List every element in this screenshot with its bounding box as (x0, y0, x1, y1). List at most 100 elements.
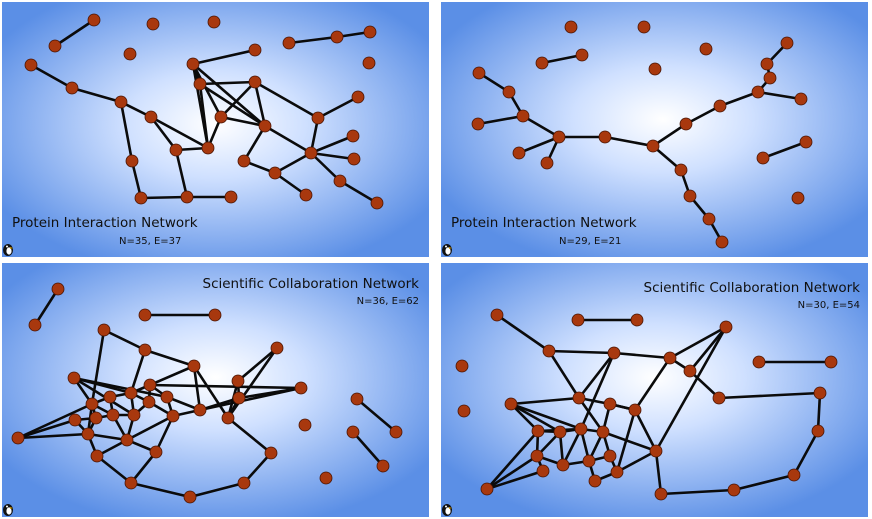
network-node (81, 427, 95, 441)
network-edge (226, 416, 273, 455)
network-node (574, 422, 588, 436)
network-edge (198, 386, 303, 412)
network-edge (509, 396, 581, 406)
network-node (333, 174, 347, 188)
network-node (124, 476, 138, 490)
network-edge (633, 408, 658, 453)
network-node (169, 143, 183, 157)
network-node (103, 390, 117, 404)
network-node (542, 344, 556, 358)
network-node (270, 341, 284, 355)
network-node (231, 374, 245, 388)
network-node (535, 56, 549, 70)
network-edge (192, 364, 230, 420)
network-canvas: Scientific Collaboration Network N=30, E… (441, 263, 868, 517)
panel-protein-b: Protein Interaction Network N=29, E=21 (441, 2, 868, 257)
network-edge (561, 427, 583, 467)
network-node (214, 110, 228, 124)
network-edge (517, 135, 561, 155)
network-node (575, 48, 589, 62)
network-edge (191, 62, 223, 119)
panel-title: Scientific Collaboration Network (203, 276, 420, 292)
penguin-icon (3, 244, 13, 256)
network-node (552, 130, 566, 144)
network-node (674, 163, 688, 177)
network-node (65, 81, 79, 95)
network-edge (192, 364, 202, 412)
network-node (124, 386, 138, 400)
network-edge (309, 134, 355, 155)
network-node (813, 386, 827, 400)
network-edge (485, 454, 539, 491)
network-node (553, 425, 567, 439)
panel-sci-b: Scientific Collaboration Network N=30, E… (441, 263, 868, 517)
network-node (160, 390, 174, 404)
panel-title: Protein Interaction Network (12, 215, 198, 231)
network-node (106, 408, 120, 422)
network-node (607, 346, 621, 360)
network-edge (547, 349, 616, 355)
network-node (472, 66, 486, 80)
network-edge (612, 351, 672, 360)
network-edge (577, 351, 616, 400)
network-node (504, 397, 518, 411)
network-node (699, 42, 713, 56)
network-node (370, 196, 384, 210)
network-edge (338, 179, 379, 205)
network-edge (540, 53, 584, 65)
network-node (146, 17, 160, 31)
network-edge (651, 122, 688, 148)
network-node (824, 355, 838, 369)
network-edge (53, 18, 96, 48)
network-node (727, 483, 741, 497)
network-node (502, 85, 516, 99)
network-node (787, 468, 801, 482)
network-node (201, 141, 215, 155)
network-edge (16, 402, 94, 440)
network-node (51, 282, 65, 296)
penguin-icon (442, 244, 452, 256)
network-edge (188, 481, 246, 499)
network-edge (273, 151, 313, 175)
network-node (713, 99, 727, 113)
network-node (123, 47, 137, 61)
network-node (712, 391, 726, 405)
network-edge (633, 356, 672, 412)
penguin-icon (442, 504, 452, 516)
network-edge (659, 488, 736, 496)
network-node (24, 58, 38, 72)
network-edge (351, 430, 385, 468)
network-node (648, 62, 662, 76)
network-edge (495, 313, 551, 353)
network-node (628, 403, 642, 417)
network-node (282, 36, 296, 50)
network-edge (654, 325, 728, 453)
network-edge (615, 449, 658, 474)
network-edge (154, 414, 175, 454)
network-node (715, 235, 729, 249)
network-edge (90, 328, 106, 406)
network-node (351, 90, 365, 104)
network-edge (33, 287, 60, 327)
network-node (582, 454, 596, 468)
network-node (149, 445, 163, 459)
network-edge (761, 140, 808, 160)
network-edge (148, 364, 196, 387)
network-edge (732, 473, 796, 492)
node-group (455, 308, 838, 501)
network-node (248, 75, 262, 89)
network-node (28, 318, 42, 332)
network-node (134, 191, 148, 205)
network-edge (219, 80, 257, 119)
network-edge (485, 469, 545, 491)
network-node (756, 151, 770, 165)
penguin-icon (3, 504, 13, 516)
network-edge (125, 414, 175, 442)
network-node (166, 409, 180, 423)
network-node (298, 418, 312, 432)
panel-protein-a: Protein Interaction Network N=35, E=37 (2, 2, 429, 257)
network-edge (521, 114, 561, 139)
network-node (138, 308, 152, 322)
network-node (319, 471, 333, 485)
network-edge (688, 369, 721, 400)
